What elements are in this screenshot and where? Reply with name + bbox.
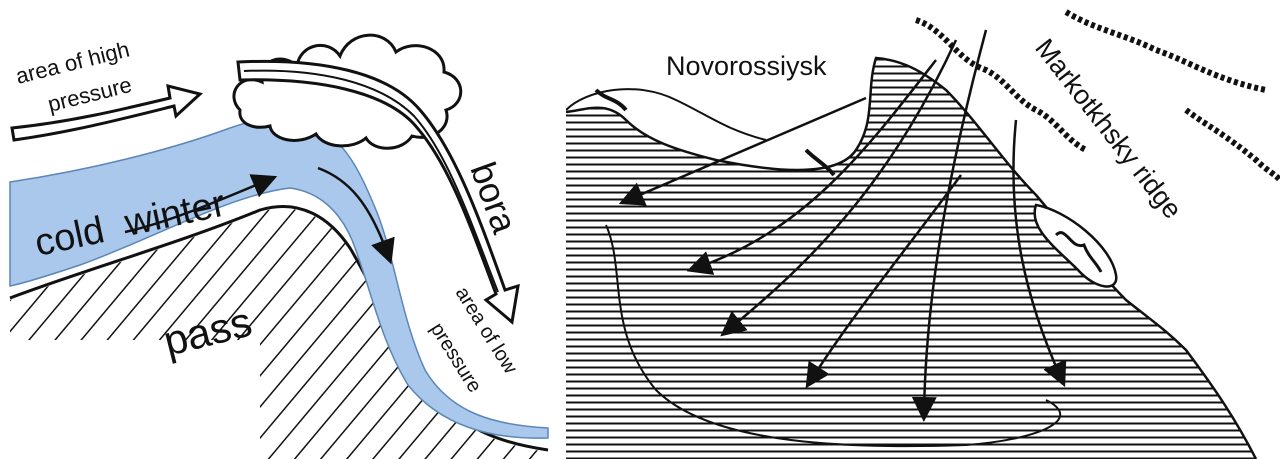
bora-schematic: area of high pressure cold winter pass b… [0,0,556,459]
pass-blank-area [10,340,260,459]
bora-schematic-panel: area of high pressure cold winter pass b… [0,0,556,459]
city-label: Novorossiysk [666,51,827,81]
novorossiysk-map-panel: Novorossiysk Markotkhsky ridge [566,0,1280,459]
novorossiysk-map: Novorossiysk Markotkhsky ridge [566,0,1280,459]
